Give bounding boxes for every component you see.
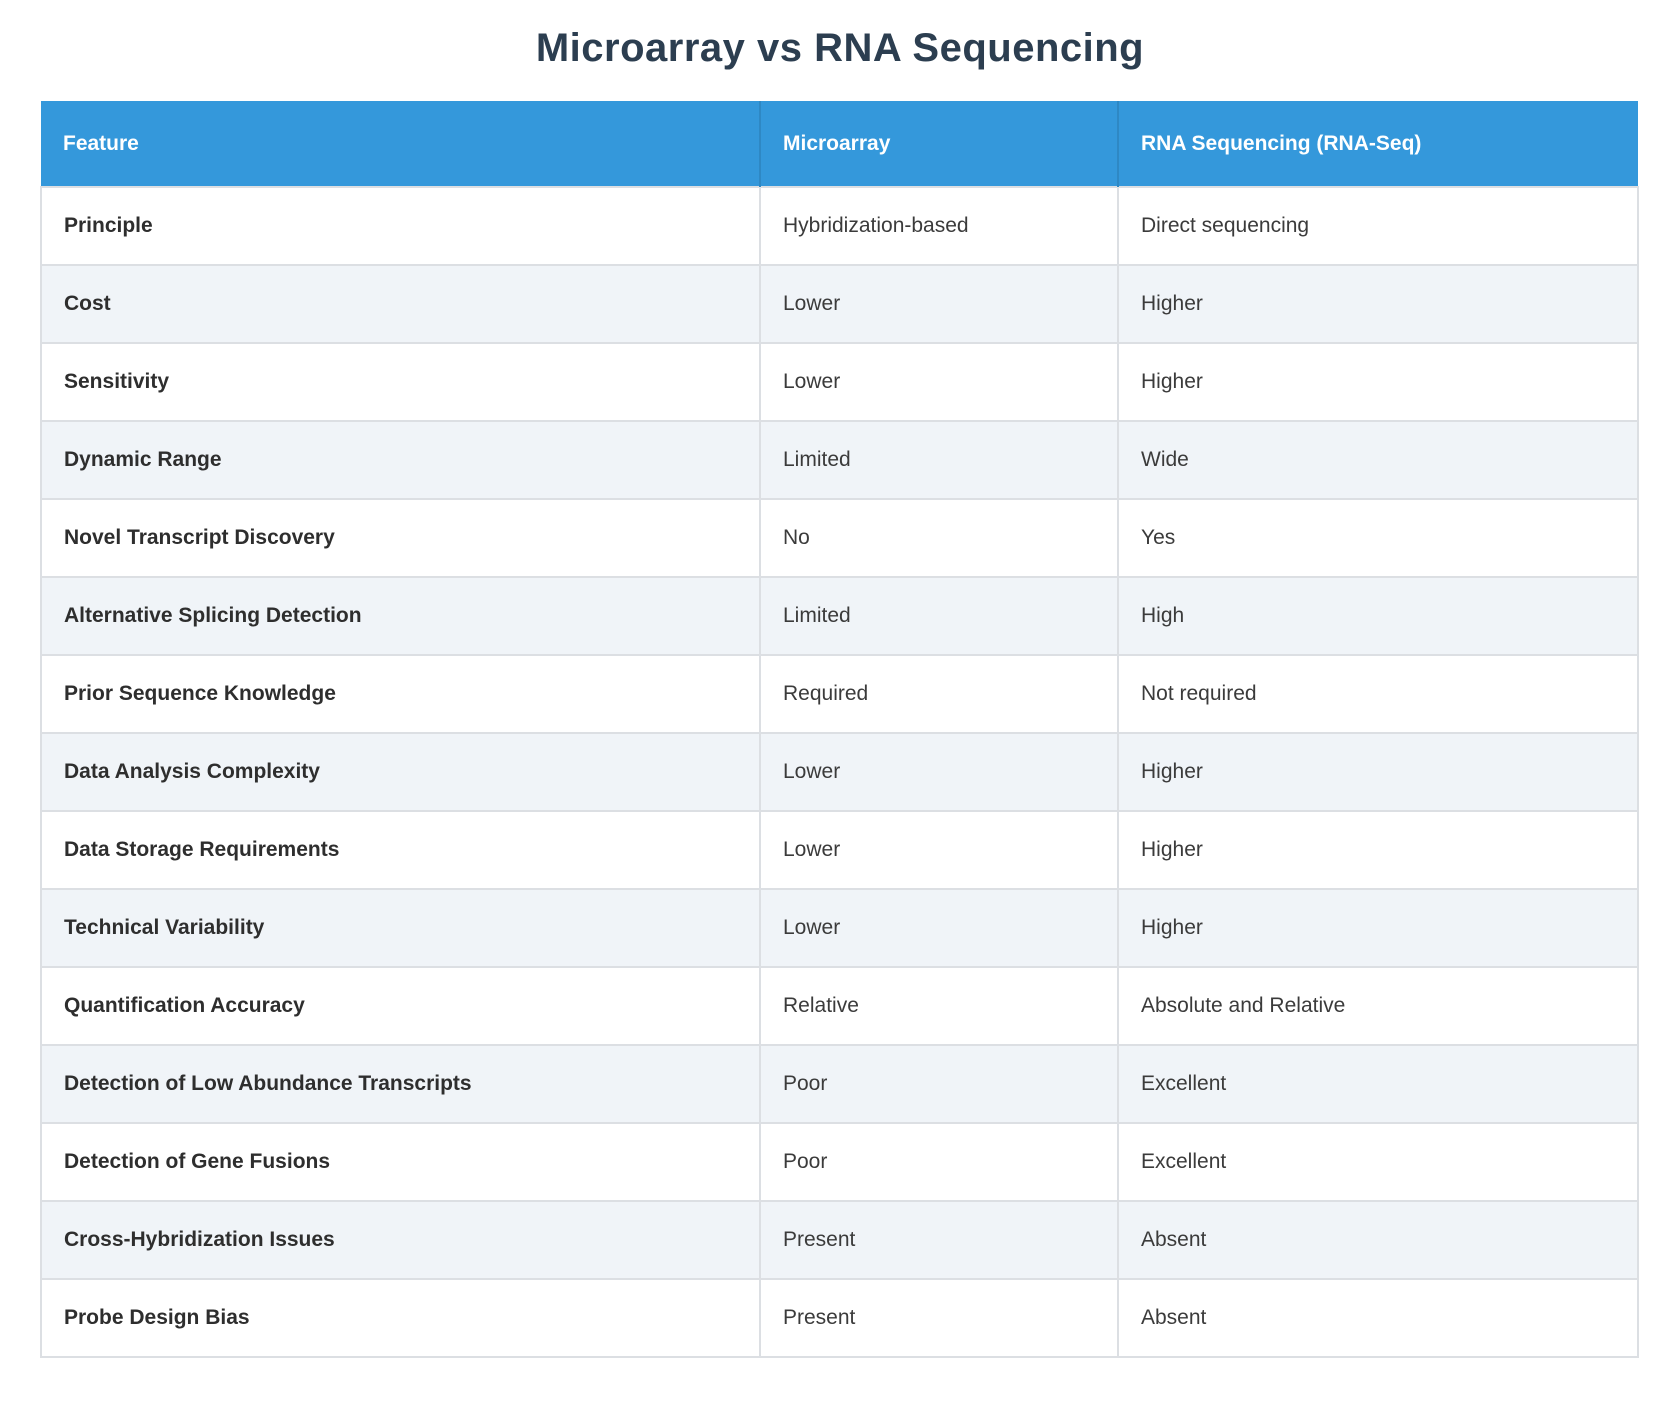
microarray-cell: Present <box>759 1278 1119 1358</box>
microarray-cell: Poor <box>759 1122 1119 1202</box>
table-row: Sensitivity Lower Higher <box>40 342 1639 422</box>
feature-cell: Dynamic Range <box>40 420 761 500</box>
table-row: Novel Transcript Discovery No Yes <box>40 498 1639 578</box>
table-row: Cross-Hybridization Issues Present Absen… <box>40 1200 1639 1280</box>
column-header-rnaseq: RNA Sequencing (RNA-Seq) <box>1117 101 1638 187</box>
feature-cell: Alternative Splicing Detection <box>40 576 761 656</box>
microarray-cell: Hybridization-based <box>759 186 1119 266</box>
feature-cell: Novel Transcript Discovery <box>40 498 761 578</box>
table-body: Principle Hybridization-based Direct seq… <box>40 186 1639 1358</box>
microarray-cell: Poor <box>759 1044 1119 1124</box>
table-row: Data Analysis Complexity Lower Higher <box>40 732 1639 812</box>
feature-cell: Principle <box>40 186 761 266</box>
feature-cell: Data Analysis Complexity <box>40 732 761 812</box>
feature-cell: Sensitivity <box>40 342 761 422</box>
feature-cell: Prior Sequence Knowledge <box>40 654 761 734</box>
rnaseq-cell: Excellent <box>1117 1122 1639 1202</box>
table-row: Technical Variability Lower Higher <box>40 888 1639 968</box>
table-row: Alternative Splicing Detection Limited H… <box>40 576 1639 656</box>
rnaseq-cell: Higher <box>1117 888 1639 968</box>
table-row: Dynamic Range Limited Wide <box>40 420 1639 500</box>
microarray-cell: Lower <box>759 888 1119 968</box>
microarray-cell: Lower <box>759 264 1119 344</box>
column-header-microarray: Microarray <box>759 101 1118 187</box>
microarray-cell: No <box>759 498 1119 578</box>
rnaseq-cell: Absent <box>1117 1200 1639 1280</box>
microarray-cell: Lower <box>759 342 1119 422</box>
rnaseq-cell: Higher <box>1117 810 1639 890</box>
table-row: Data Storage Requirements Lower Higher <box>40 810 1639 890</box>
microarray-cell: Required <box>759 654 1119 734</box>
table-row: Detection of Gene Fusions Poor Excellent <box>40 1122 1639 1202</box>
feature-cell: Cost <box>40 264 761 344</box>
header-row: Feature Microarray RNA Sequencing (RNA-S… <box>41 101 1638 187</box>
rnaseq-cell: Absolute and Relative <box>1117 966 1639 1046</box>
table-header: Feature Microarray RNA Sequencing (RNA-S… <box>41 101 1638 187</box>
microarray-cell: Relative <box>759 966 1119 1046</box>
table-row: Detection of Low Abundance Transcripts P… <box>40 1044 1639 1124</box>
feature-cell: Technical Variability <box>40 888 761 968</box>
rnaseq-cell: High <box>1117 576 1639 656</box>
rnaseq-cell: Higher <box>1117 264 1639 344</box>
microarray-cell: Lower <box>759 810 1119 890</box>
microarray-cell: Limited <box>759 420 1119 500</box>
table-row: Quantification Accuracy Relative Absolut… <box>40 966 1639 1046</box>
table-row: Cost Lower Higher <box>40 264 1639 344</box>
column-header-feature: Feature <box>41 101 760 187</box>
feature-cell: Detection of Low Abundance Transcripts <box>40 1044 761 1124</box>
rnaseq-cell: Absent <box>1117 1278 1639 1358</box>
microarray-cell: Limited <box>759 576 1119 656</box>
rnaseq-cell: Direct sequencing <box>1117 186 1639 266</box>
feature-cell: Data Storage Requirements <box>40 810 761 890</box>
rnaseq-cell: Higher <box>1117 732 1639 812</box>
feature-cell: Cross-Hybridization Issues <box>40 1200 761 1280</box>
table-row: Probe Design Bias Present Absent <box>40 1278 1639 1358</box>
feature-cell: Probe Design Bias <box>40 1278 761 1358</box>
rnaseq-cell: Excellent <box>1117 1044 1639 1124</box>
rnaseq-cell: Wide <box>1117 420 1639 500</box>
rnaseq-cell: Yes <box>1117 498 1639 578</box>
feature-cell: Quantification Accuracy <box>40 966 761 1046</box>
page-title: Microarray vs RNA Sequencing <box>535 26 1145 70</box>
rnaseq-cell: Higher <box>1117 342 1639 422</box>
microarray-cell: Lower <box>759 732 1119 812</box>
feature-cell: Detection of Gene Fusions <box>40 1122 761 1202</box>
table-row: Principle Hybridization-based Direct seq… <box>40 186 1639 266</box>
comparison-table: Feature Microarray RNA Sequencing (RNA-S… <box>40 101 1639 1358</box>
rnaseq-cell: Not required <box>1117 654 1639 734</box>
table-row: Prior Sequence Knowledge Required Not re… <box>40 654 1639 734</box>
microarray-cell: Present <box>759 1200 1119 1280</box>
